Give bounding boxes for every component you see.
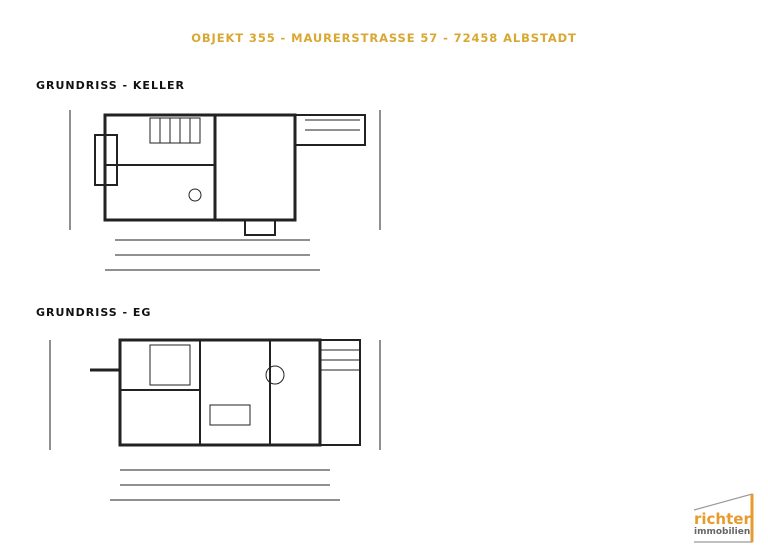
section-title-eg: GRUNDRISS - EG bbox=[36, 306, 152, 319]
richter-immobilien-logo: richter immobilien bbox=[690, 490, 760, 546]
section-title-keller: GRUNDRISS - KELLER bbox=[36, 79, 185, 92]
logo-line2: immobilien bbox=[694, 527, 751, 537]
floor-plan-keller bbox=[69, 110, 381, 271]
logo-line1: richter bbox=[694, 510, 751, 528]
floor-plan-eg bbox=[49, 338, 381, 501]
page-title: OBJEKT 355 - MAURERSTRASSE 57 - 72458 AL… bbox=[191, 31, 577, 45]
